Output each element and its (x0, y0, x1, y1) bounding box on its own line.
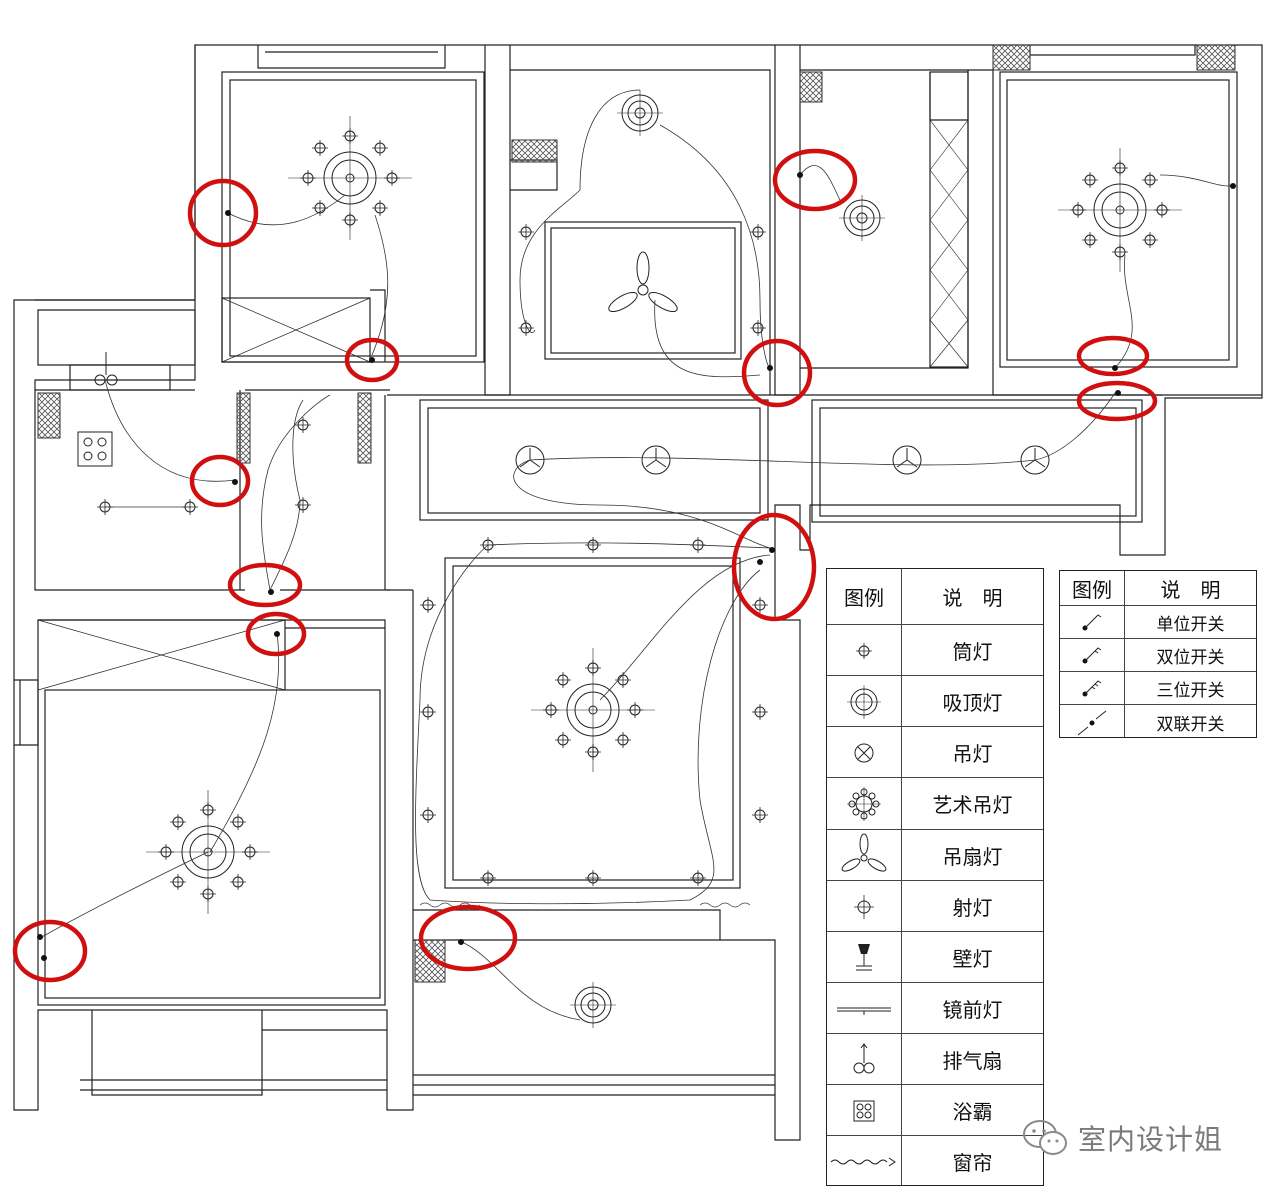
hatched-columns (37, 44, 1236, 983)
legend-header-symbol: 图例 (844, 586, 884, 610)
legend-row-ceiling-light: 吸顶灯 (827, 675, 1043, 726)
highlight-circles (12, 148, 1158, 983)
legend-label: 双位开关 (1156, 647, 1225, 668)
exhaust-fan-icon (827, 1034, 901, 1084)
legend-label: 筒灯 (952, 639, 993, 664)
legend-row-bath-heater: 浴霸 (827, 1084, 1043, 1135)
ceiling-fan-light-icon (827, 830, 901, 880)
legend-label: 浴霸 (952, 1099, 993, 1124)
legend-row-wall-lamp: 壁灯 (827, 931, 1043, 982)
legend-label: 射灯 (952, 895, 993, 920)
legend-header-desc: 说 明 (1160, 577, 1221, 602)
walls (13, 44, 1263, 1141)
legend-label: 吊扇灯 (942, 844, 1003, 869)
legend-header-symbol: 图例 (1072, 577, 1112, 602)
legend-row-double-switch: 双位开关 (1060, 638, 1256, 671)
wiring (39, 89, 1236, 1021)
legend-row-mirror-light: 镜前灯 (827, 982, 1043, 1033)
legend-label: 排气扇 (942, 1048, 1003, 1073)
switch-legend-table: 图例 说 明 单位开关 双位开关 三位开关 双联开关 (1059, 570, 1257, 738)
double-switch-icon (1060, 639, 1124, 671)
pendant-light-icon (827, 727, 901, 777)
legend-row-downlight: 筒灯 (827, 624, 1043, 675)
legend-row-ceiling-fan: 吊扇灯 (827, 829, 1043, 880)
single-switch-icon (1060, 606, 1124, 638)
legend-divider (901, 569, 902, 1185)
dual-control-switch-icon (1060, 705, 1124, 739)
light-fixtures (77, 89, 1182, 1029)
legend-label: 双联开关 (1156, 714, 1225, 735)
legend-label: 吊灯 (952, 741, 993, 766)
legend-label: 吸顶灯 (942, 690, 1003, 715)
legend-row-curtain: 窗帘 (827, 1135, 1043, 1187)
legend-row-exhaust-fan: 排气扇 (827, 1033, 1043, 1084)
legend-header-row: 图例 说 明 (1060, 571, 1256, 605)
triple-switch-icon (1060, 672, 1124, 704)
curtain-icon (827, 1136, 901, 1187)
ceiling-light-icon (827, 676, 901, 726)
legend-label: 单位开关 (1156, 614, 1225, 635)
legend-label: 艺术吊灯 (932, 793, 1013, 817)
legend-row-pendant: 吊灯 (827, 726, 1043, 777)
legend-row-art-chandelier: 艺术吊灯 (827, 777, 1043, 829)
legend-divider (1124, 571, 1125, 737)
legend-label: 壁灯 (952, 946, 993, 971)
watermark-text: 室内设计姐 (1078, 1123, 1224, 1156)
legend-label: 窗帘 (952, 1151, 993, 1175)
legend-header-desc: 说 明 (942, 586, 1003, 610)
spotlight-icon (827, 881, 901, 931)
legend-row-triple-switch: 三位开关 (1060, 671, 1256, 704)
watermark: 室内设计姐 (1022, 1118, 1223, 1158)
switches (37, 172, 1236, 961)
legend-row-dual-control-switch: 双联开关 (1060, 704, 1256, 739)
bath-heater-icon (827, 1085, 901, 1135)
wall-lamp-icon (827, 932, 901, 982)
wechat-icon (1023, 1120, 1067, 1155)
lighting-legend-table: 图例 说 明 筒灯 吸顶灯 吊灯 艺术吊灯 吊扇灯 射灯 壁灯 镜前灯 排气扇 … (826, 568, 1044, 1186)
legend-header-row: 图例 说 明 (827, 569, 1043, 624)
downlight-icon (827, 625, 901, 675)
legend-row-spotlight: 射灯 (827, 880, 1043, 931)
mirror-light-icon (827, 983, 901, 1033)
legend-row-single-switch: 单位开关 (1060, 605, 1256, 638)
art-chandelier-icon (827, 778, 901, 829)
legend-label: 镜前灯 (942, 997, 1003, 1022)
legend-label: 三位开关 (1156, 680, 1225, 701)
